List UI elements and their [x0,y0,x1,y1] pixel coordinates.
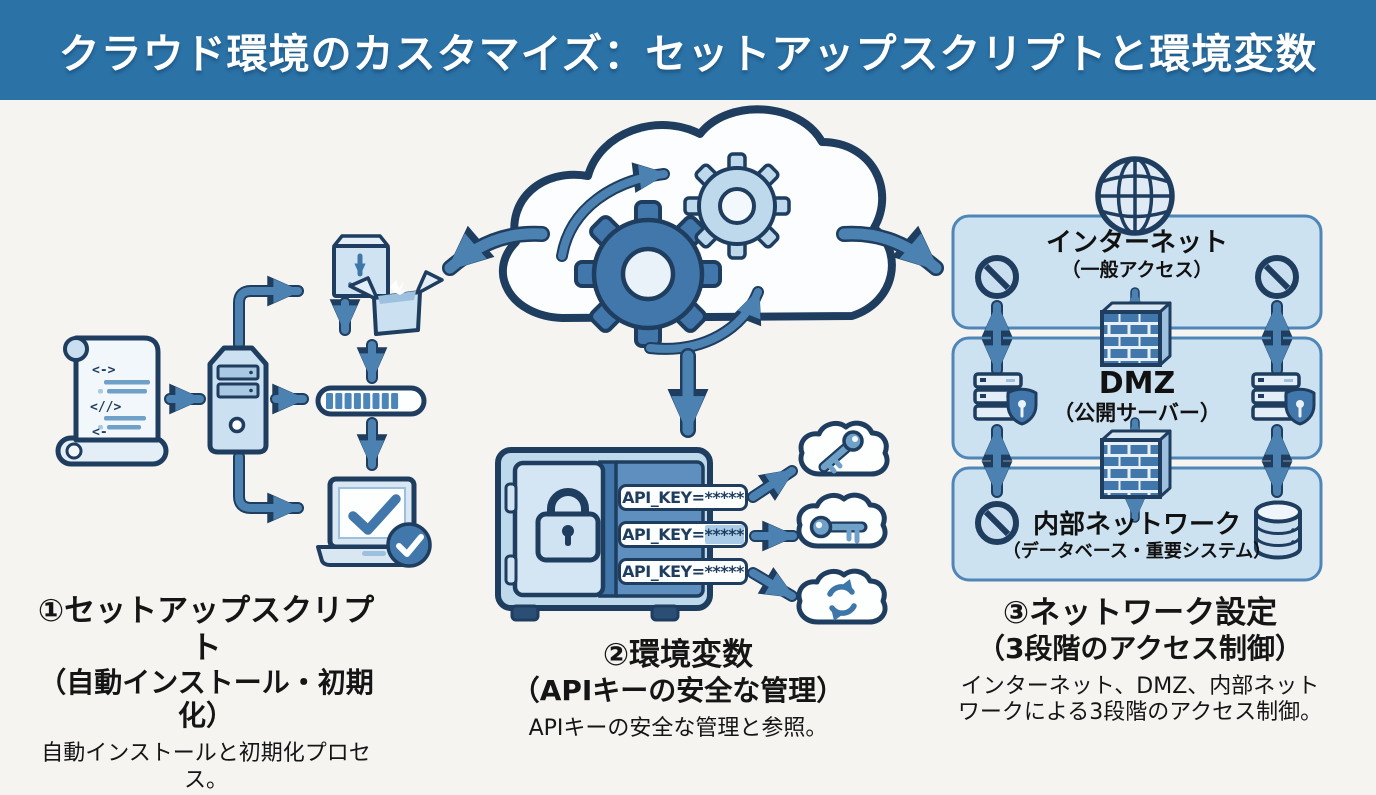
server-shield-icon-2 [1251,372,1316,426]
caption-env: ②環境変数 （APIキーの安全な管理） APIキーの安全な管理と参照。 [488,637,868,742]
database-icon [1254,500,1302,560]
caption-network: ③ネットワーク設定 （3段階のアクセス制御） インターネット、DMZ、内部ネット… [943,595,1337,727]
zone-name: 内部ネットワーク [1032,510,1241,540]
zone-subtitle: （データベース・重要システム） [1002,540,1272,562]
cloud-gears-icon [498,105,896,355]
caption-description: 自動インストールと初期化プロセス。 [41,741,371,794]
cloud-key-icon-2 [799,495,885,546]
script-scroll-icon: <-> <//> <- [55,335,169,467]
small-gear-icon [683,152,791,260]
big-gear-icon [574,200,722,348]
globe-icon [1095,156,1175,236]
check-badge-icon [386,522,432,568]
server-tower-icon [207,345,269,455]
server-shield-icon-1 [973,372,1038,426]
page-title: クラウド環境のカスタマイズ：セットアップスクリプトと環境変数 [58,30,1318,78]
main-illustration: <-> <//> <- [55,105,1323,768]
api-key-label-1: API_KEY=***** [618,484,748,511]
padlock-icon [535,488,601,563]
caption-heading: ②環境変数 [602,637,754,673]
api-key-label-2: API_KEY=***** [618,521,748,548]
zone-subtitle: （一般アクセス） [1061,258,1213,281]
zone-name: DMZ [1098,366,1176,401]
network-diagram [951,156,1323,582]
api-key-stars: ***** [704,488,745,507]
zone-subtitle: （公開サーバー） [1053,401,1221,426]
setup-flow-diagram: <-> <//> <- [55,234,444,568]
package-boxes-icon [332,234,444,336]
zone-label-dmz: DMZ （公開サーバー） [953,366,1321,426]
zone-label-internet: インターネット （一般アクセス） [953,228,1321,281]
cloud-key-icon-1 [801,423,887,474]
no-entry-icon-3 [975,501,1019,545]
caption-heading: ①セットアップスクリプト [37,593,375,666]
laptop-check-icon [316,476,432,568]
caption-heading: ③ネットワーク設定 [1002,595,1278,631]
api-key-stars: ***** [704,525,744,544]
caption-description: APIキーの安全な管理と参照。 [528,715,828,741]
title-banner: クラウド環境のカスタマイズ：セットアップスクリプトと環境変数 [0,0,1376,100]
cloud-branch-arrows [442,225,944,438]
api-key-prefix: API_KEY= [622,562,705,581]
zone-name: インターネット [1045,228,1228,258]
caption-subheading: （APIキーの安全な管理） [511,673,845,707]
code-glyph-3: <- [92,425,108,440]
api-key-prefix: API_KEY= [622,525,705,544]
cloud-sync-icon [799,571,885,622]
caption-subheading: （3段階のアクセス制御） [976,631,1304,665]
api-key-stars: ***** [704,562,745,581]
api-key-prefix: API_KEY= [622,488,705,507]
zone-label-internal: 内部ネットワーク （データベース・重要システム） [953,510,1321,562]
no-entry-icon-2 [1255,255,1299,299]
caption-subheading: （自動インストール・初期化） [38,666,374,733]
caption-setup: ①セットアップスクリプト （自動インストール・初期化） 自動インストールと初期化… [28,593,384,795]
code-glyph-2: <//> [90,400,121,415]
code-glyph-1: <-> [92,363,116,378]
firewall-icon-1 [1100,301,1172,367]
api-key-label-3: API_KEY=***** [618,558,748,585]
cycle-arrow-icon [556,162,764,355]
progress-bar-icon [315,385,427,417]
caption-description: インターネット、DMZ、内部ネット ワークによる3段階のアクセス制御。 [957,673,1323,726]
no-entry-icon-1 [975,255,1019,299]
firewall-icon-2 [1100,429,1172,499]
